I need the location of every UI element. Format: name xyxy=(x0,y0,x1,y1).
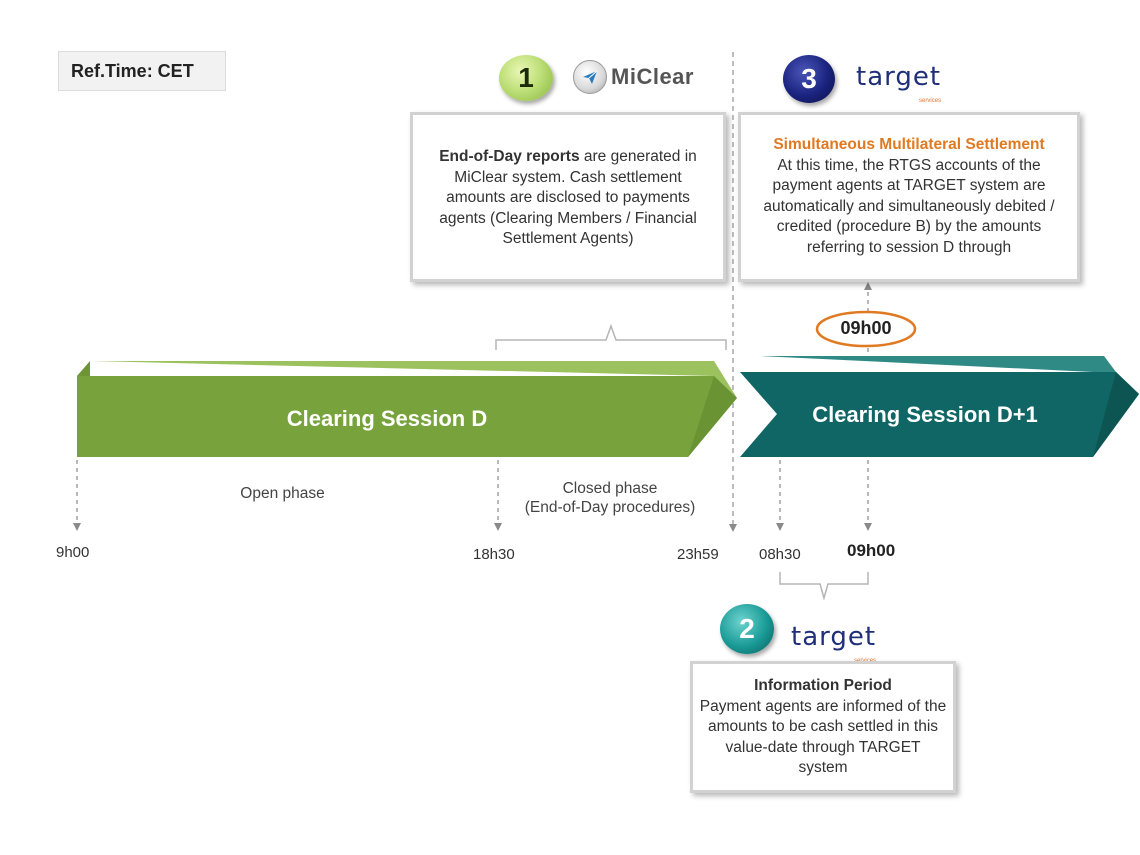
target-logo-icon: target services xyxy=(856,62,942,104)
step-1-badge: 1 xyxy=(499,55,553,101)
miclear-logo-text: MiClear xyxy=(611,64,694,89)
step-2-box: Information Period Payment agents are in… xyxy=(690,661,956,793)
step-1-text: are generated in MiClear system. Cash se… xyxy=(439,148,697,247)
step-3-text: At this time, the RTGS accounts of the p… xyxy=(763,156,1055,256)
time-0900: 9h00 xyxy=(56,544,90,561)
target-logo-text-3: target xyxy=(856,62,942,92)
step-3-badge: 3 xyxy=(783,55,835,103)
tick-2359-head xyxy=(729,524,737,532)
step-2-badge: 2 xyxy=(720,604,774,654)
paper-plane-icon xyxy=(573,60,607,94)
step-1-box: End-of-Day reports are generated in MiCl… xyxy=(410,112,726,282)
target-logo-sub-3: services xyxy=(919,98,942,104)
target-logo-icon: target services xyxy=(791,622,877,664)
session-d-arrow xyxy=(77,361,737,457)
time-2359: 23h59 xyxy=(677,546,719,563)
step-2-text: Payment agents are informed of the amoun… xyxy=(699,697,947,777)
time-0900b: 09h00 xyxy=(847,541,896,560)
step-3-box: Simultaneous Multilateral Settlement At … xyxy=(738,112,1080,282)
session-d1-arrow xyxy=(740,356,1139,457)
time-1830: 18h30 xyxy=(473,546,515,563)
step-1-bold: End-of-Day reports xyxy=(439,148,580,165)
target-logo-text-2: target xyxy=(791,622,877,652)
time-0830: 08h30 xyxy=(759,546,801,563)
miclear-logo-icon: MiClear xyxy=(573,60,694,94)
session-d-label: Clearing Session D xyxy=(286,406,488,431)
step-2-title: Information Period xyxy=(754,677,892,694)
closed-phase-brace xyxy=(495,323,727,350)
closed-phase-label: Closed phase (End-of-Day procedures) xyxy=(524,480,696,516)
settlement-time-oval xyxy=(815,310,917,348)
ref-time-label: Ref.Time: CET xyxy=(58,51,226,91)
info-period-brace xyxy=(779,572,869,601)
step-3-title: Simultaneous Multilateral Settlement xyxy=(773,136,1045,153)
session-d1-label: Clearing Session D+1 xyxy=(812,402,1038,427)
open-phase-label: Open phase xyxy=(240,485,325,502)
settlement-time: 09h00 xyxy=(840,318,892,338)
